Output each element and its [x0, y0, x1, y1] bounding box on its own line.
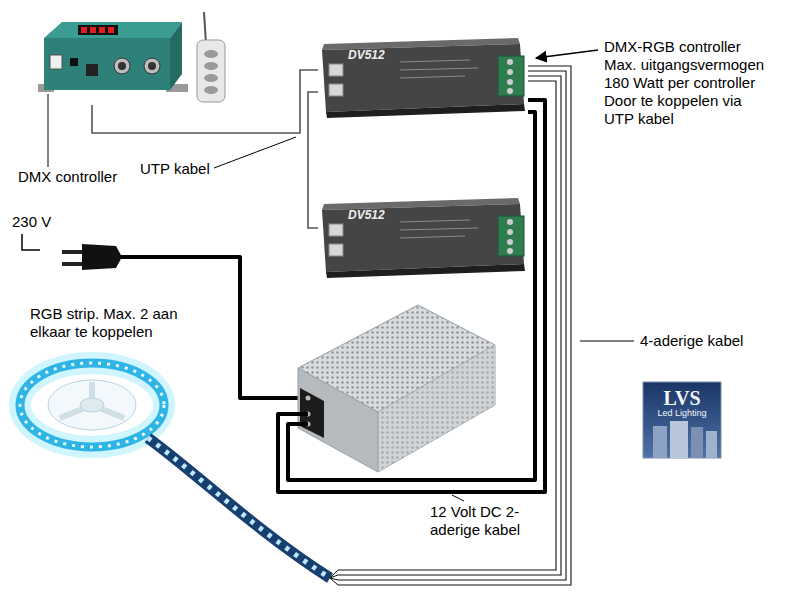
leader-line	[48, 94, 49, 167]
remote-control	[197, 12, 225, 102]
label-holder: 12 Volt DC 2-aderige kabel	[430, 503, 522, 539]
leader-line	[452, 495, 464, 501]
callout-text: DMX-RGB controller Max. uitgangsvermogen…	[604, 38, 772, 128]
dmx-controller: DMX controller	[35, 10, 233, 105]
device-caption: DMX controller	[18, 168, 117, 186]
dc-wire	[288, 112, 535, 480]
plug	[62, 244, 122, 270]
cable-label: 4-aderige kabel	[640, 332, 743, 350]
cable-wire	[92, 70, 318, 133]
wire-fan	[330, 570, 338, 585]
power-supply	[298, 305, 495, 472]
label-holder: UTP kabel	[140, 160, 210, 178]
mains-symbol	[22, 234, 40, 250]
label-holder: 230 V	[12, 213, 51, 231]
leader-line	[580, 341, 634, 342]
logo-box: LVSLed Lighting	[643, 382, 721, 458]
rgb-strip: RGB strip. Max. 2 aan elkaar te koppelen	[8, 350, 338, 592]
cable-wire	[338, 81, 556, 570]
cable-wire	[308, 92, 318, 228]
logo-picture	[643, 382, 721, 458]
cable-label: UTP kabel	[140, 160, 210, 178]
label-holder: DMX-RGB controller Max. uitgangsvermogen…	[604, 38, 772, 128]
cable-wire	[338, 66, 571, 585]
utp-cable	[308, 92, 318, 228]
cable-wire	[338, 71, 566, 580]
model-name: DV512	[348, 208, 385, 222]
strip-caption: RGB strip. Max. 2 aan elkaar te koppelen	[30, 305, 190, 341]
logo-mark: LVS	[663, 386, 700, 410]
cable-wire	[338, 76, 561, 575]
cable-label: 12 Volt DC 2-aderige kabel	[430, 503, 522, 539]
controller-photo	[322, 38, 525, 118]
dmx-controller-photo	[38, 22, 188, 92]
label-holder: 4-aderige kabel	[640, 332, 743, 350]
led-strip	[148, 438, 330, 578]
four-core-cable	[338, 66, 571, 585]
leader-line	[214, 137, 296, 168]
led-strip	[148, 438, 330, 578]
model-name: DV512	[348, 48, 385, 62]
rgb-controller: DV512	[318, 198, 528, 278]
callout-arrow	[536, 50, 598, 58]
voltage-label: 230 V	[12, 213, 51, 231]
led-strip-reel	[20, 363, 164, 447]
utp-cable	[92, 70, 318, 133]
rgb-controller: DV512	[318, 38, 528, 118]
controller-photo	[322, 198, 525, 278]
dc-wire	[278, 100, 545, 492]
logo-subtitle: Led Lighting	[657, 408, 706, 419]
